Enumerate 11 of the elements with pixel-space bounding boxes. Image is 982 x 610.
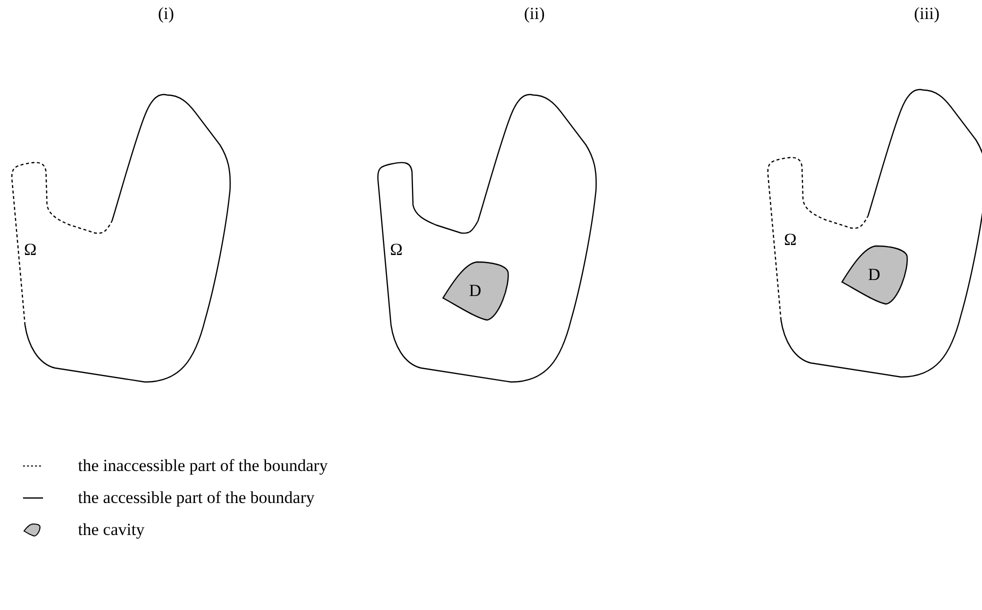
panel-heading: (ii) [524,4,545,24]
domain-label: Ω [390,240,403,260]
domain-label: Ω [784,230,797,250]
legend-text: the accessible part of the boundary [78,488,314,508]
legend-text: the cavity [78,520,145,540]
panel-heading: (i) [158,4,174,24]
cavity-label: D [868,265,880,285]
legend-text: the inaccessible part of the boundary [78,456,328,476]
panel-heading: (iii) [914,4,940,24]
domain-label: Ω [24,240,37,260]
cavity-label: D [469,281,482,301]
